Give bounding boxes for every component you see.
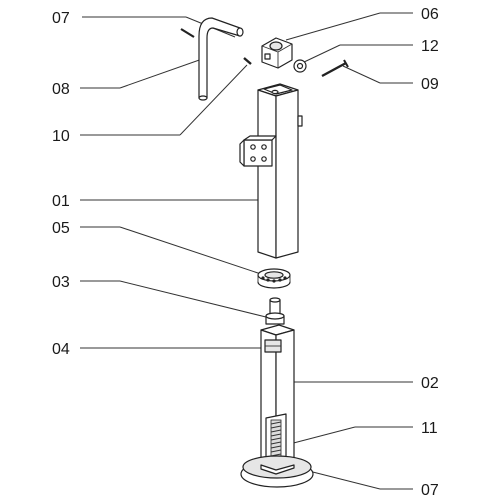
- top-block-bore: [269, 41, 283, 51]
- bracket-top: [243, 135, 277, 141]
- leader-05: [119, 226, 268, 277]
- top-block-nub: [264, 53, 271, 60]
- foot-top: [242, 455, 312, 479]
- leader-08: [119, 57, 206, 89]
- bracket-hole-3: [250, 156, 256, 162]
- label-03: 03: [52, 274, 70, 291]
- handle-bottom: [198, 95, 208, 101]
- label-05: 05: [52, 220, 70, 237]
- tube-top-hole: [271, 89, 279, 95]
- pin-top: [180, 28, 195, 38]
- leader-lines: [80, 12, 413, 490]
- label-04: 04: [52, 341, 70, 358]
- bracket-side: [239, 139, 245, 167]
- label-12: 12: [421, 38, 439, 55]
- label-07-bottom: 07: [421, 482, 439, 499]
- bracket-plate: [243, 139, 273, 167]
- label-06: 06: [421, 6, 439, 23]
- tube-left-face: [257, 89, 277, 259]
- leader-12: [301, 44, 341, 64]
- tube-side-tab: [297, 115, 303, 127]
- washer-part: [293, 59, 307, 73]
- label-11: 11: [421, 420, 438, 437]
- label-09: 09: [421, 76, 439, 93]
- handle-rod: [198, 17, 241, 99]
- bolt-part: [321, 59, 349, 78]
- washer-inner: [296, 62, 304, 70]
- leader-09: [342, 65, 381, 84]
- pin-top-part: [180, 28, 195, 38]
- leader-06: [285, 12, 381, 41]
- label-10: 10: [52, 128, 70, 145]
- handle-part: [198, 17, 244, 101]
- spindle-top: [269, 297, 281, 303]
- outer-tube-part: [239, 83, 303, 259]
- leader-10: [179, 64, 248, 136]
- label-01: 01: [52, 193, 70, 210]
- spindle-collar-top: [265, 312, 285, 320]
- foot-part: [240, 455, 314, 488]
- label-07-top: 07: [52, 10, 70, 27]
- bracket-hole-4: [261, 156, 267, 162]
- bolt-shaft: [321, 61, 347, 78]
- bearing-bore: [264, 271, 284, 279]
- spindle-part: [265, 297, 285, 325]
- top-block-part: [261, 37, 293, 69]
- callout-labels: 07 08 10 01 05 03 04 06 12 09 02 11 07: [52, 6, 439, 499]
- bracket-hole-2: [261, 144, 267, 150]
- leader-03: [119, 280, 271, 319]
- inner-tube-part: [260, 324, 295, 471]
- label-08: 08: [52, 81, 70, 98]
- bracket-hole-1: [250, 144, 256, 150]
- foot-stub: [260, 464, 295, 475]
- bearing-balls: [261, 276, 287, 283]
- pin-10-part: [243, 57, 252, 65]
- handle-end: [236, 27, 244, 37]
- pin-10: [243, 57, 252, 65]
- bearing-part: [257, 268, 291, 289]
- bolt-head: [343, 59, 349, 68]
- label-02: 02: [421, 375, 439, 392]
- top-block-edges: [261, 43, 293, 68]
- tube-right-face: [275, 89, 299, 259]
- thread-screw: [270, 419, 282, 461]
